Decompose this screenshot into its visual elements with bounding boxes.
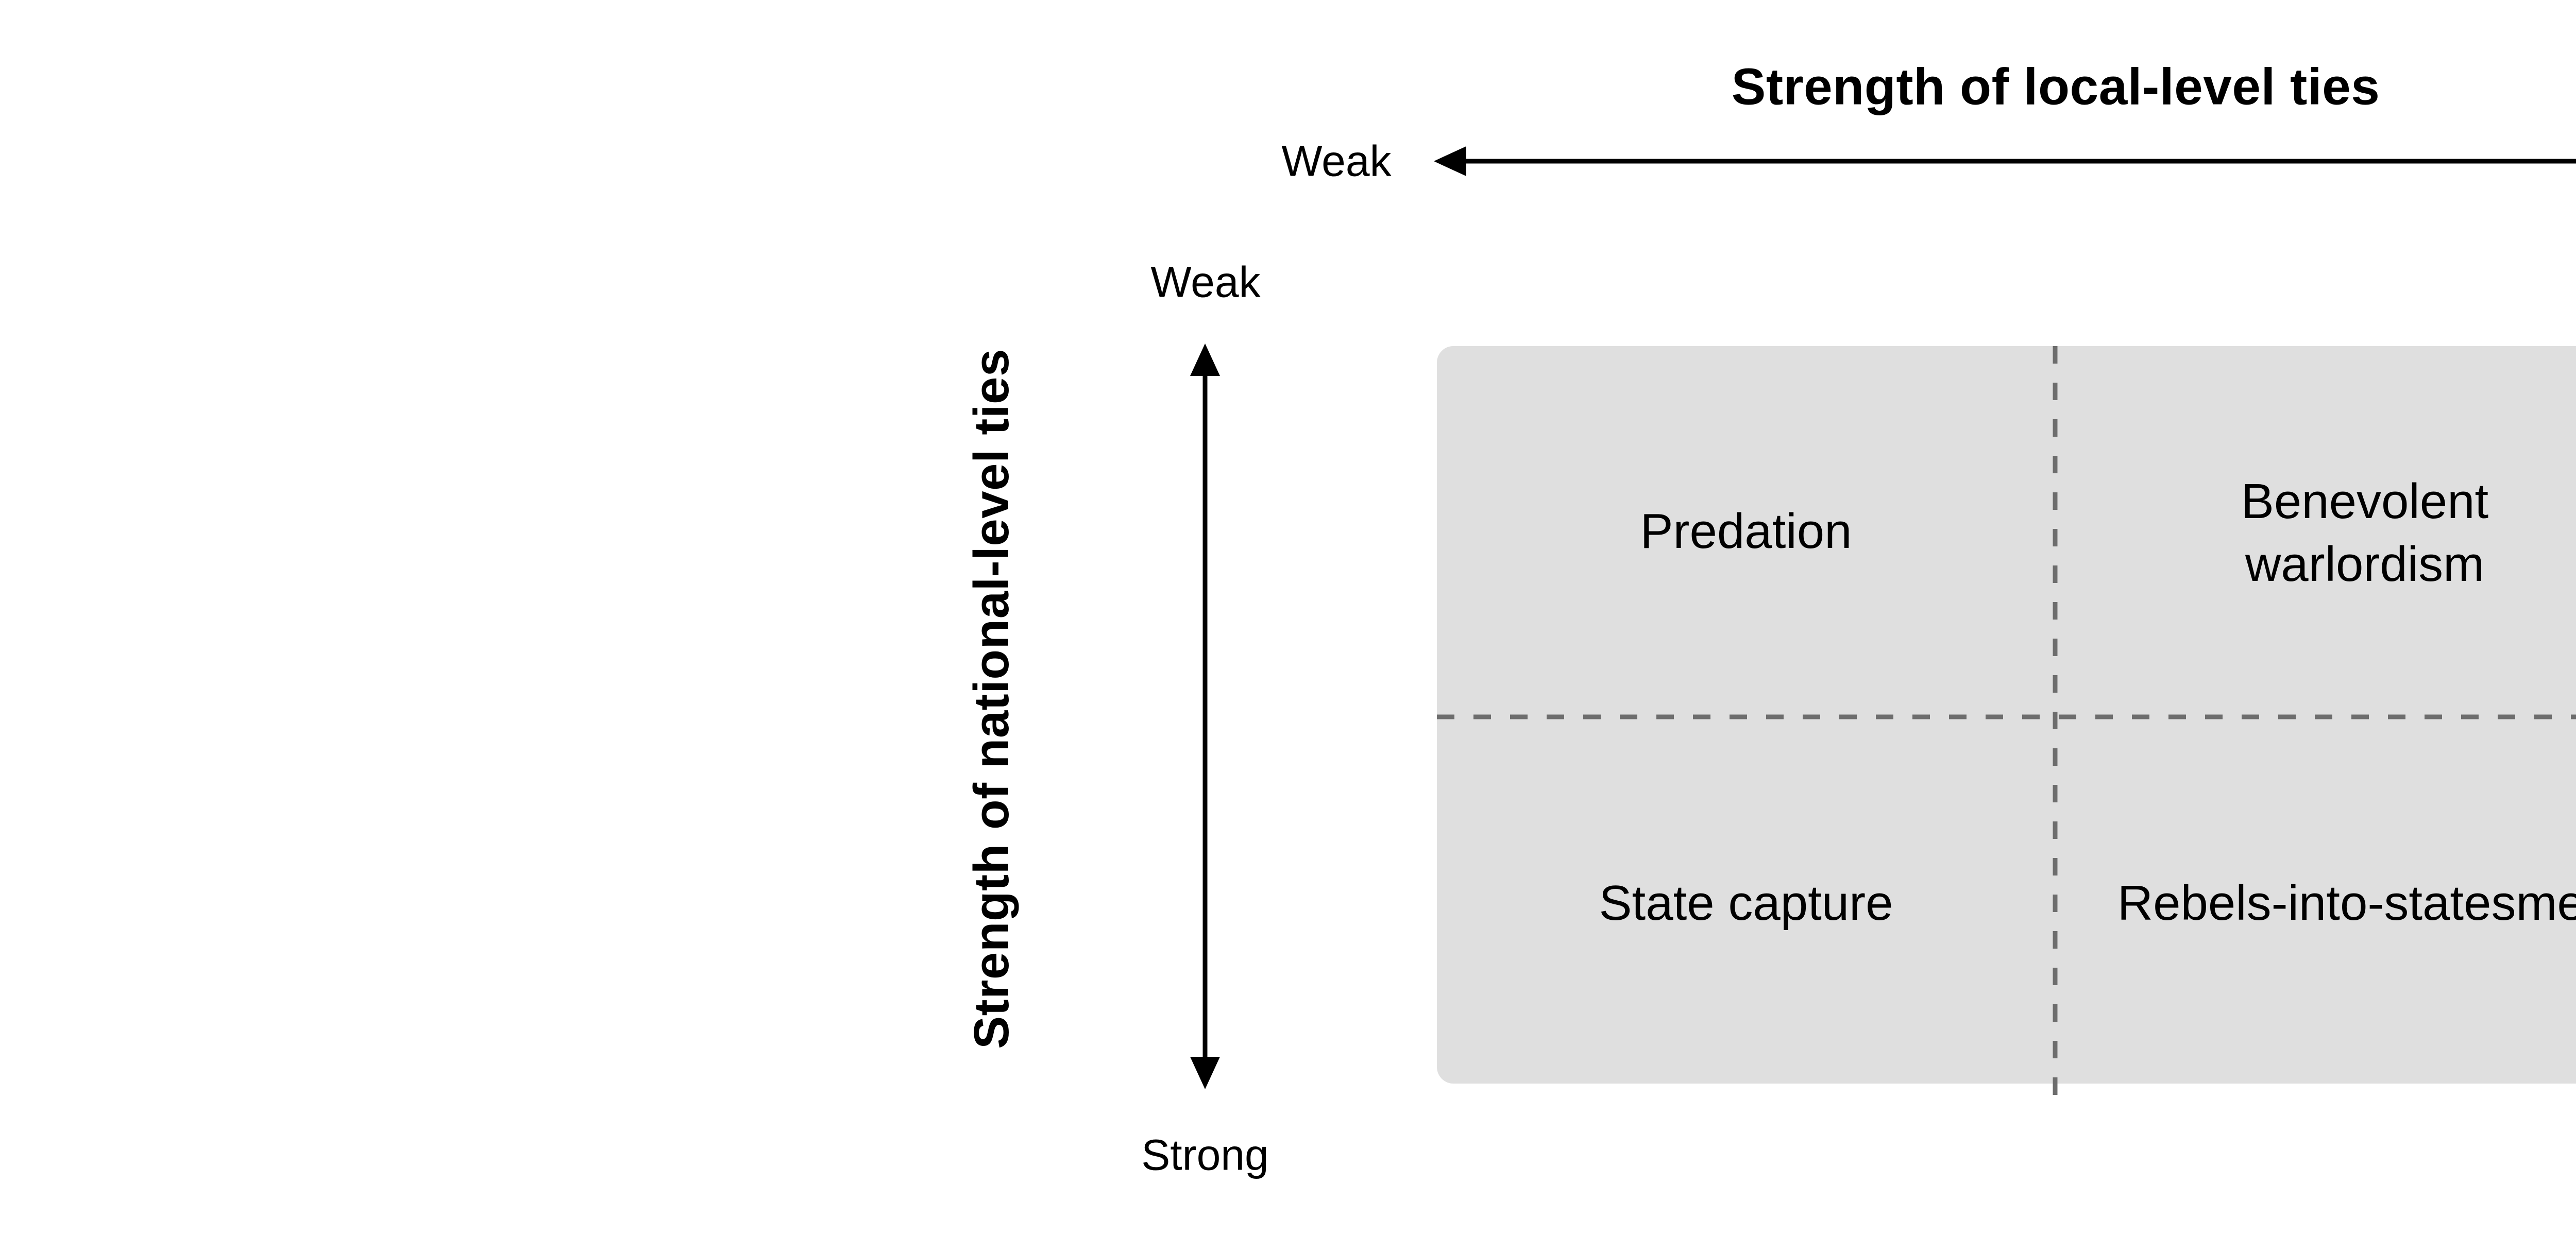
y-axis-arrow [1190, 344, 1220, 1089]
x-axis-arrow [1434, 146, 2576, 176]
quadrant-label-top-right: Benevolent warlordism [2241, 474, 2489, 592]
y-axis-title: Strength of national-level ties [964, 349, 1019, 1049]
x-axis-min-label: Weak [1281, 136, 1392, 185]
matrix-box [1437, 346, 2576, 1084]
x-axis-arrowhead-left [1434, 146, 1466, 176]
y-axis-arrowhead-bottom [1190, 1057, 1220, 1089]
y-axis-top-label: Weak [1150, 258, 1261, 306]
y-axis-arrowhead-top [1190, 344, 1220, 376]
quadrant-label-bottom-left: State capture [1599, 876, 1893, 931]
y-axis-bottom-label: Strong [1141, 1130, 1269, 1179]
x-axis-title: Strength of local-level ties [1731, 58, 2380, 116]
quadrant-label-bottom-right: Rebels-into-statesmen [2117, 876, 2576, 931]
quadrant-label-top-left: Predation [1640, 504, 1852, 559]
